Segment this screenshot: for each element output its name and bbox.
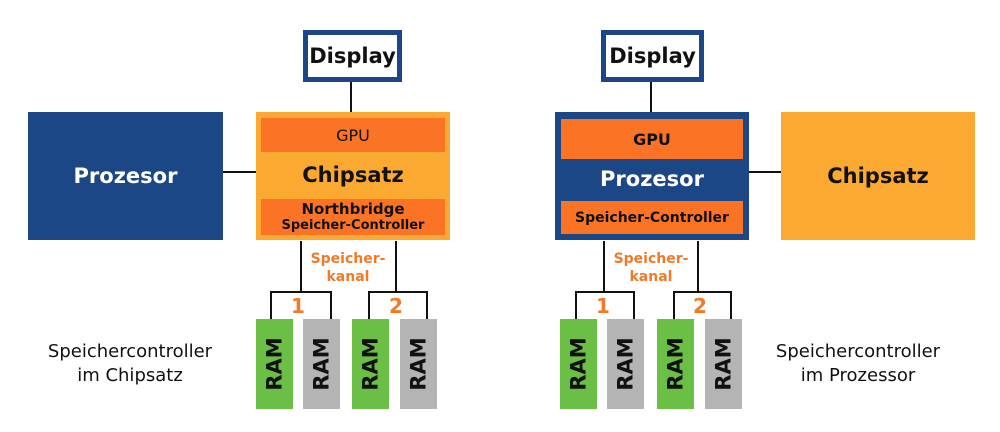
left-channel2-bracket-right	[426, 291, 428, 319]
right-display-link	[650, 82, 652, 112]
right-channel-label-line2: kanal	[629, 269, 673, 285]
left-northbridge-label: Northbridge	[301, 200, 405, 218]
left-ram-module-1: RAM	[256, 319, 293, 409]
left-caption-line1: Speichercontroller	[47, 341, 213, 362]
left-channel-1-number: 1	[291, 294, 305, 318]
right-channel2-stem	[697, 241, 699, 292]
right-channel1-bracket-top	[575, 291, 635, 293]
right-ram-module-4: RAM	[705, 319, 742, 409]
left-channel-2-number: 2	[389, 294, 403, 318]
left-prozesor-box: Prozesor	[28, 112, 223, 240]
left-channel-label: Speicher- kanal	[303, 250, 393, 286]
right-gpu-label: GPU	[633, 129, 671, 149]
left-cpu-chipset-link	[223, 171, 256, 173]
right-ram-module-3: RAM	[657, 319, 694, 409]
right-channel2-bracket-top	[673, 291, 732, 293]
left-gpu-label: GPU	[336, 125, 370, 145]
left-ram-module-3: RAM	[352, 319, 389, 409]
right-channel2-bracket-left	[673, 291, 675, 319]
right-channel-label: Speicher- kanal	[606, 250, 696, 286]
right-channel-1-number: 1	[596, 294, 610, 318]
left-channel2-bracket-top	[368, 291, 428, 293]
right-channel1-bracket-right	[633, 291, 635, 319]
left-ram-module-2: RAM	[303, 319, 340, 409]
left-ram-label-4: RAM	[406, 337, 431, 391]
right-channel1-stem	[603, 241, 605, 292]
left-ram-label-3: RAM	[358, 337, 383, 391]
left-northbridge-box: Northbridge Speicher-Controller	[261, 199, 445, 235]
right-caption-line2: im Prozessor	[800, 365, 916, 386]
left-gpu-box: GPU	[261, 118, 445, 152]
right-gpu-box: GPU	[561, 119, 743, 159]
left-controller-label: Speicher-Controller	[281, 218, 425, 233]
right-cpu-chipset-link	[749, 171, 781, 173]
right-channel-label-line1: Speicher-	[613, 251, 689, 267]
left-channel-label-line1: Speicher-	[310, 251, 386, 267]
left-ram-label-2: RAM	[309, 337, 334, 391]
left-chipsatz-box: GPU Chipsatz Northbridge Speicher-Contro…	[256, 112, 450, 240]
right-ram-module-1: RAM	[560, 319, 597, 409]
left-caption: Speichercontroller im Chipsatz	[20, 340, 240, 388]
left-display-link	[350, 82, 352, 112]
right-caption-line1: Speichercontroller	[775, 341, 941, 362]
right-channel-2-number: 2	[693, 294, 707, 318]
right-display-label: Display	[609, 44, 696, 68]
left-channel2-bracket-left	[368, 291, 370, 319]
left-prozesor-label: Prozesor	[73, 164, 178, 188]
left-channel1-stem	[300, 241, 302, 292]
right-ram-label-3: RAM	[663, 337, 688, 391]
right-display-box: Display	[601, 30, 704, 82]
left-display-label: Display	[309, 44, 396, 68]
left-ram-module-4: RAM	[400, 319, 437, 409]
right-caption: Speichercontroller im Prozessor	[748, 340, 968, 388]
left-channel1-bracket-right	[330, 291, 332, 319]
left-channel1-bracket-top	[270, 291, 332, 293]
left-channel2-stem	[395, 241, 397, 292]
right-chipsatz-label: Chipsatz	[827, 164, 929, 188]
left-ram-label-1: RAM	[262, 337, 287, 391]
left-caption-line2: im Chipsatz	[77, 365, 183, 386]
left-channel-label-line2: kanal	[326, 269, 370, 285]
left-channel1-bracket-left	[270, 291, 272, 319]
right-prozesor-title: Prozesor	[600, 167, 704, 191]
left-chipsatz-title: Chipsatz	[302, 163, 404, 187]
right-chipsatz-box: Chipsatz	[781, 112, 975, 240]
left-display-box: Display	[303, 30, 402, 82]
right-channel1-bracket-left	[575, 291, 577, 319]
right-ram-label-4: RAM	[711, 337, 736, 391]
right-ram-label-2: RAM	[613, 337, 638, 391]
right-prozesor-box: GPU Prozesor Speicher-Controller	[555, 112, 749, 240]
right-ram-module-2: RAM	[607, 319, 644, 409]
right-channel2-bracket-right	[730, 291, 732, 319]
right-controller-label: Speicher-Controller	[575, 209, 729, 226]
right-ram-label-1: RAM	[566, 337, 591, 391]
right-controller-box: Speicher-Controller	[561, 201, 743, 234]
